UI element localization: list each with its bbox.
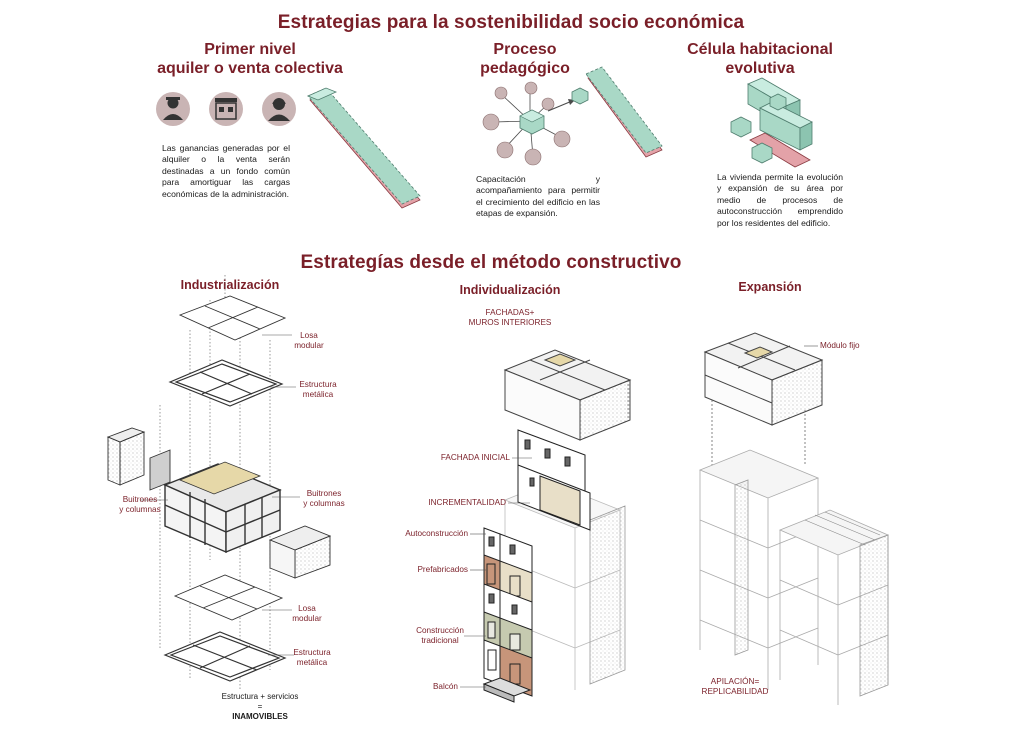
individual-tower bbox=[460, 349, 632, 703]
landlord-icon bbox=[156, 92, 190, 126]
col2-title-line1: Proceso bbox=[493, 41, 557, 58]
label-autoconstruccion: Autoconstrucción bbox=[405, 529, 468, 538]
col3-title-line2: evolutiva bbox=[725, 60, 795, 77]
col1-title-line1: Primer nivel bbox=[204, 41, 296, 58]
shop-icon bbox=[209, 92, 243, 126]
col3-text: La vivienda permite la evolución y expan… bbox=[717, 172, 843, 228]
col2-title: Proceso pedagógico bbox=[450, 40, 600, 78]
industrializacion-title: Industrialización bbox=[180, 278, 280, 292]
expansion-footer-line1: APILACIÓN= bbox=[710, 677, 760, 686]
fachadas-line2: MUROS INTERIORES bbox=[468, 318, 552, 327]
footer-line2: = bbox=[257, 702, 263, 711]
fachadas-line1: FACHADAS+ bbox=[485, 308, 535, 317]
col2-text: Capacitación y acompañamiento para permi… bbox=[476, 174, 600, 219]
footer-line3: INAMOVIBLES bbox=[232, 712, 288, 721]
col3-title-line1: Célula habitacional bbox=[687, 41, 833, 58]
collective-volume bbox=[306, 87, 421, 209]
label-modulo-fijo: Módulo fijo bbox=[820, 341, 860, 350]
label-construccion-tradicional: Construcción tradicional bbox=[416, 626, 464, 645]
label-buitrones-right: Buitrones y columnas bbox=[303, 489, 345, 508]
network-nodes bbox=[482, 81, 571, 166]
expansion-towers bbox=[698, 332, 890, 705]
industrial-exploded-structure bbox=[106, 275, 332, 690]
col2-title-line2: pedagógico bbox=[480, 60, 570, 77]
col1-title-line2: aquiler o venta colectiva bbox=[157, 60, 343, 77]
label-fachada-inicial: FACHADA INICIAL bbox=[440, 453, 510, 462]
label-losa-top: Losa modular bbox=[294, 331, 324, 350]
tenant-icon bbox=[262, 92, 296, 126]
label-buitrones-left: Buitrones y columnas bbox=[119, 495, 161, 514]
label-fachadas-top: FACHADAS+ MUROS INTERIORES bbox=[440, 308, 580, 328]
section1-title: Estrategias para la sostenibilidad socio… bbox=[277, 12, 745, 33]
expansion-footer-line2: REPLICABILIDAD bbox=[701, 687, 769, 696]
footer-line1: Estructura + servicios bbox=[221, 692, 299, 701]
pedagogic-volume bbox=[585, 66, 663, 158]
section2-title: Estrategías desde el método constructivo bbox=[300, 252, 682, 273]
col3-title: Célula habitacional evolutiva bbox=[680, 40, 840, 78]
industrial-footer: Estructura + servicios = INAMOVIBLES bbox=[190, 692, 330, 722]
expansion-footer: APILACIÓN= REPLICABILIDAD bbox=[680, 677, 790, 697]
network-arrow bbox=[547, 87, 589, 112]
label-balcon: Balcón bbox=[432, 682, 458, 691]
expansion-title: Expansión bbox=[738, 280, 802, 294]
label-losa-bottom: Losa modular bbox=[292, 604, 322, 623]
col1-title: Primer nivel aquiler o venta colectiva bbox=[120, 40, 380, 78]
evolutive-cell-diagram bbox=[730, 77, 813, 168]
label-prefabricados: Prefabricados bbox=[417, 565, 468, 574]
network-center-cube bbox=[519, 109, 545, 135]
individualizacion-title: Individualización bbox=[459, 283, 561, 297]
label-incrementalidad: INCREMENTALIDAD bbox=[428, 498, 506, 507]
label-estructura-bottom: Estructura metálica bbox=[293, 648, 331, 667]
label-estructura-top: Estructura metálica bbox=[299, 380, 337, 399]
col1-text: Las ganancias generadas por el alquiler … bbox=[162, 143, 290, 199]
